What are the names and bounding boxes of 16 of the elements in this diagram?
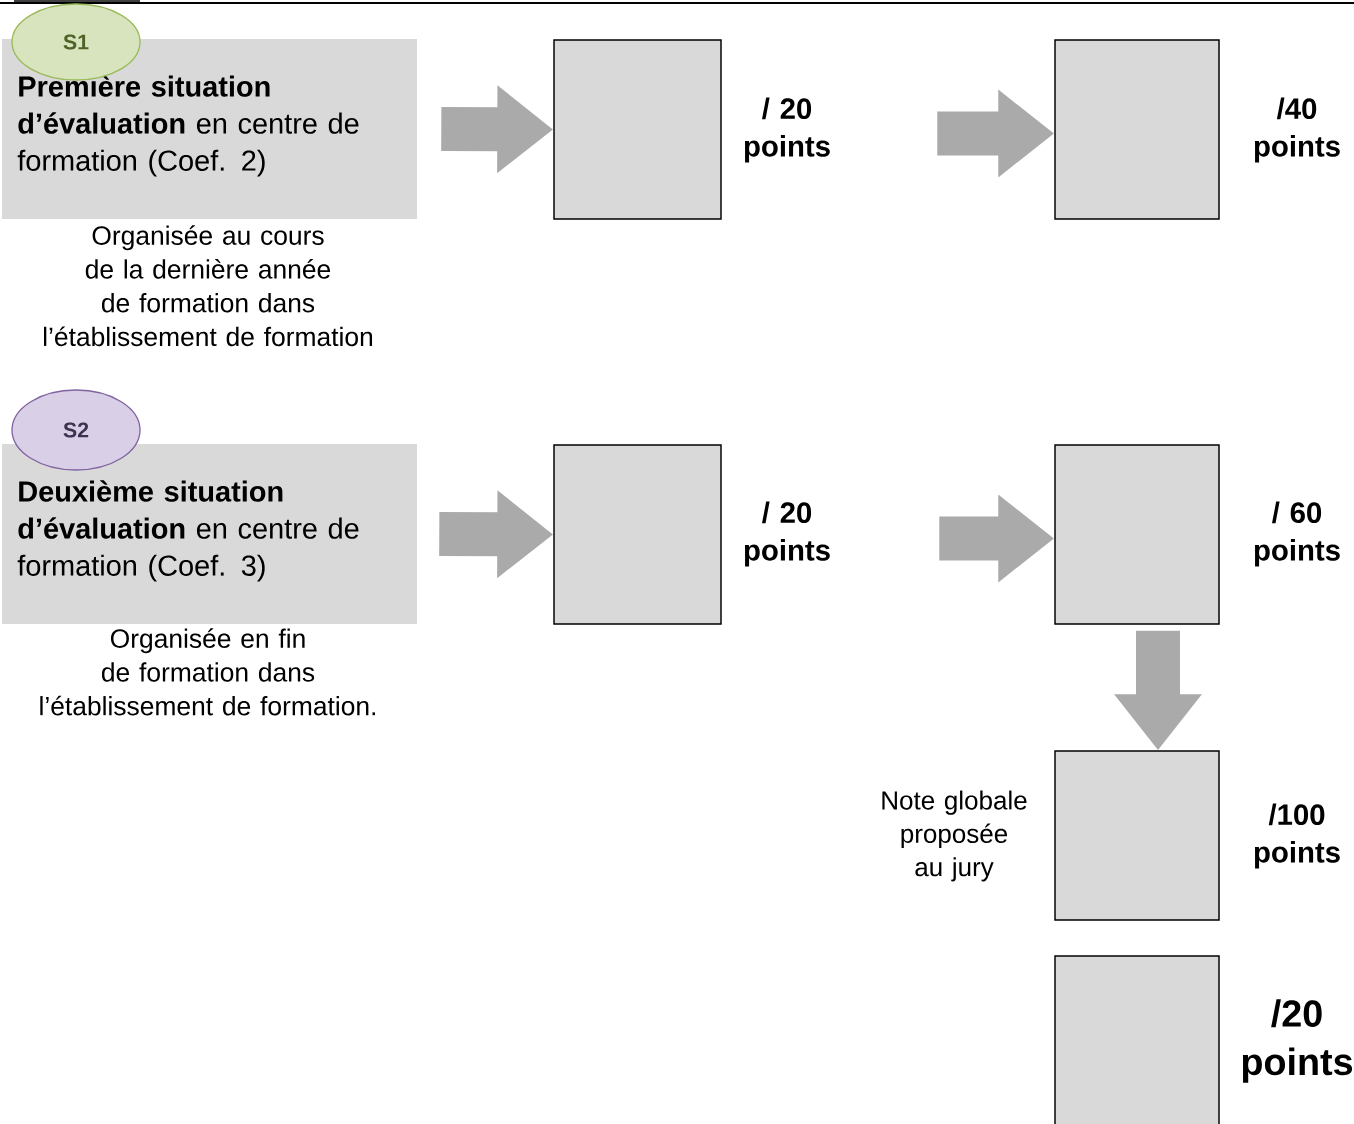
score-box: [1054, 955, 1220, 1124]
score-box: [1054, 750, 1220, 921]
score-label: /40 points: [1254, 97, 1340, 163]
situation-band: Deuxième situation d’évaluation en centre de formation (Coef. 3): [2, 444, 417, 624]
note-text: Note globale proposée au jury: [882, 790, 1027, 882]
score-label: /20 points: [1242, 999, 1353, 1083]
score-label: / 20 points: [744, 97, 830, 163]
caption-text: Organisée au cours de la dernière année de formation dans l’établissement de formation: [43, 225, 373, 347]
score-label: / 20 points: [744, 501, 830, 567]
score-box: [1054, 444, 1220, 625]
score-label: /100 points: [1254, 803, 1340, 869]
caption-text: Organisée en fin de formation dans l’établissement de formation.: [40, 628, 375, 716]
score-box: [553, 444, 722, 625]
score-box: [1054, 39, 1220, 220]
score-box: [553, 39, 722, 220]
score-label: / 60 points: [1254, 501, 1340, 567]
